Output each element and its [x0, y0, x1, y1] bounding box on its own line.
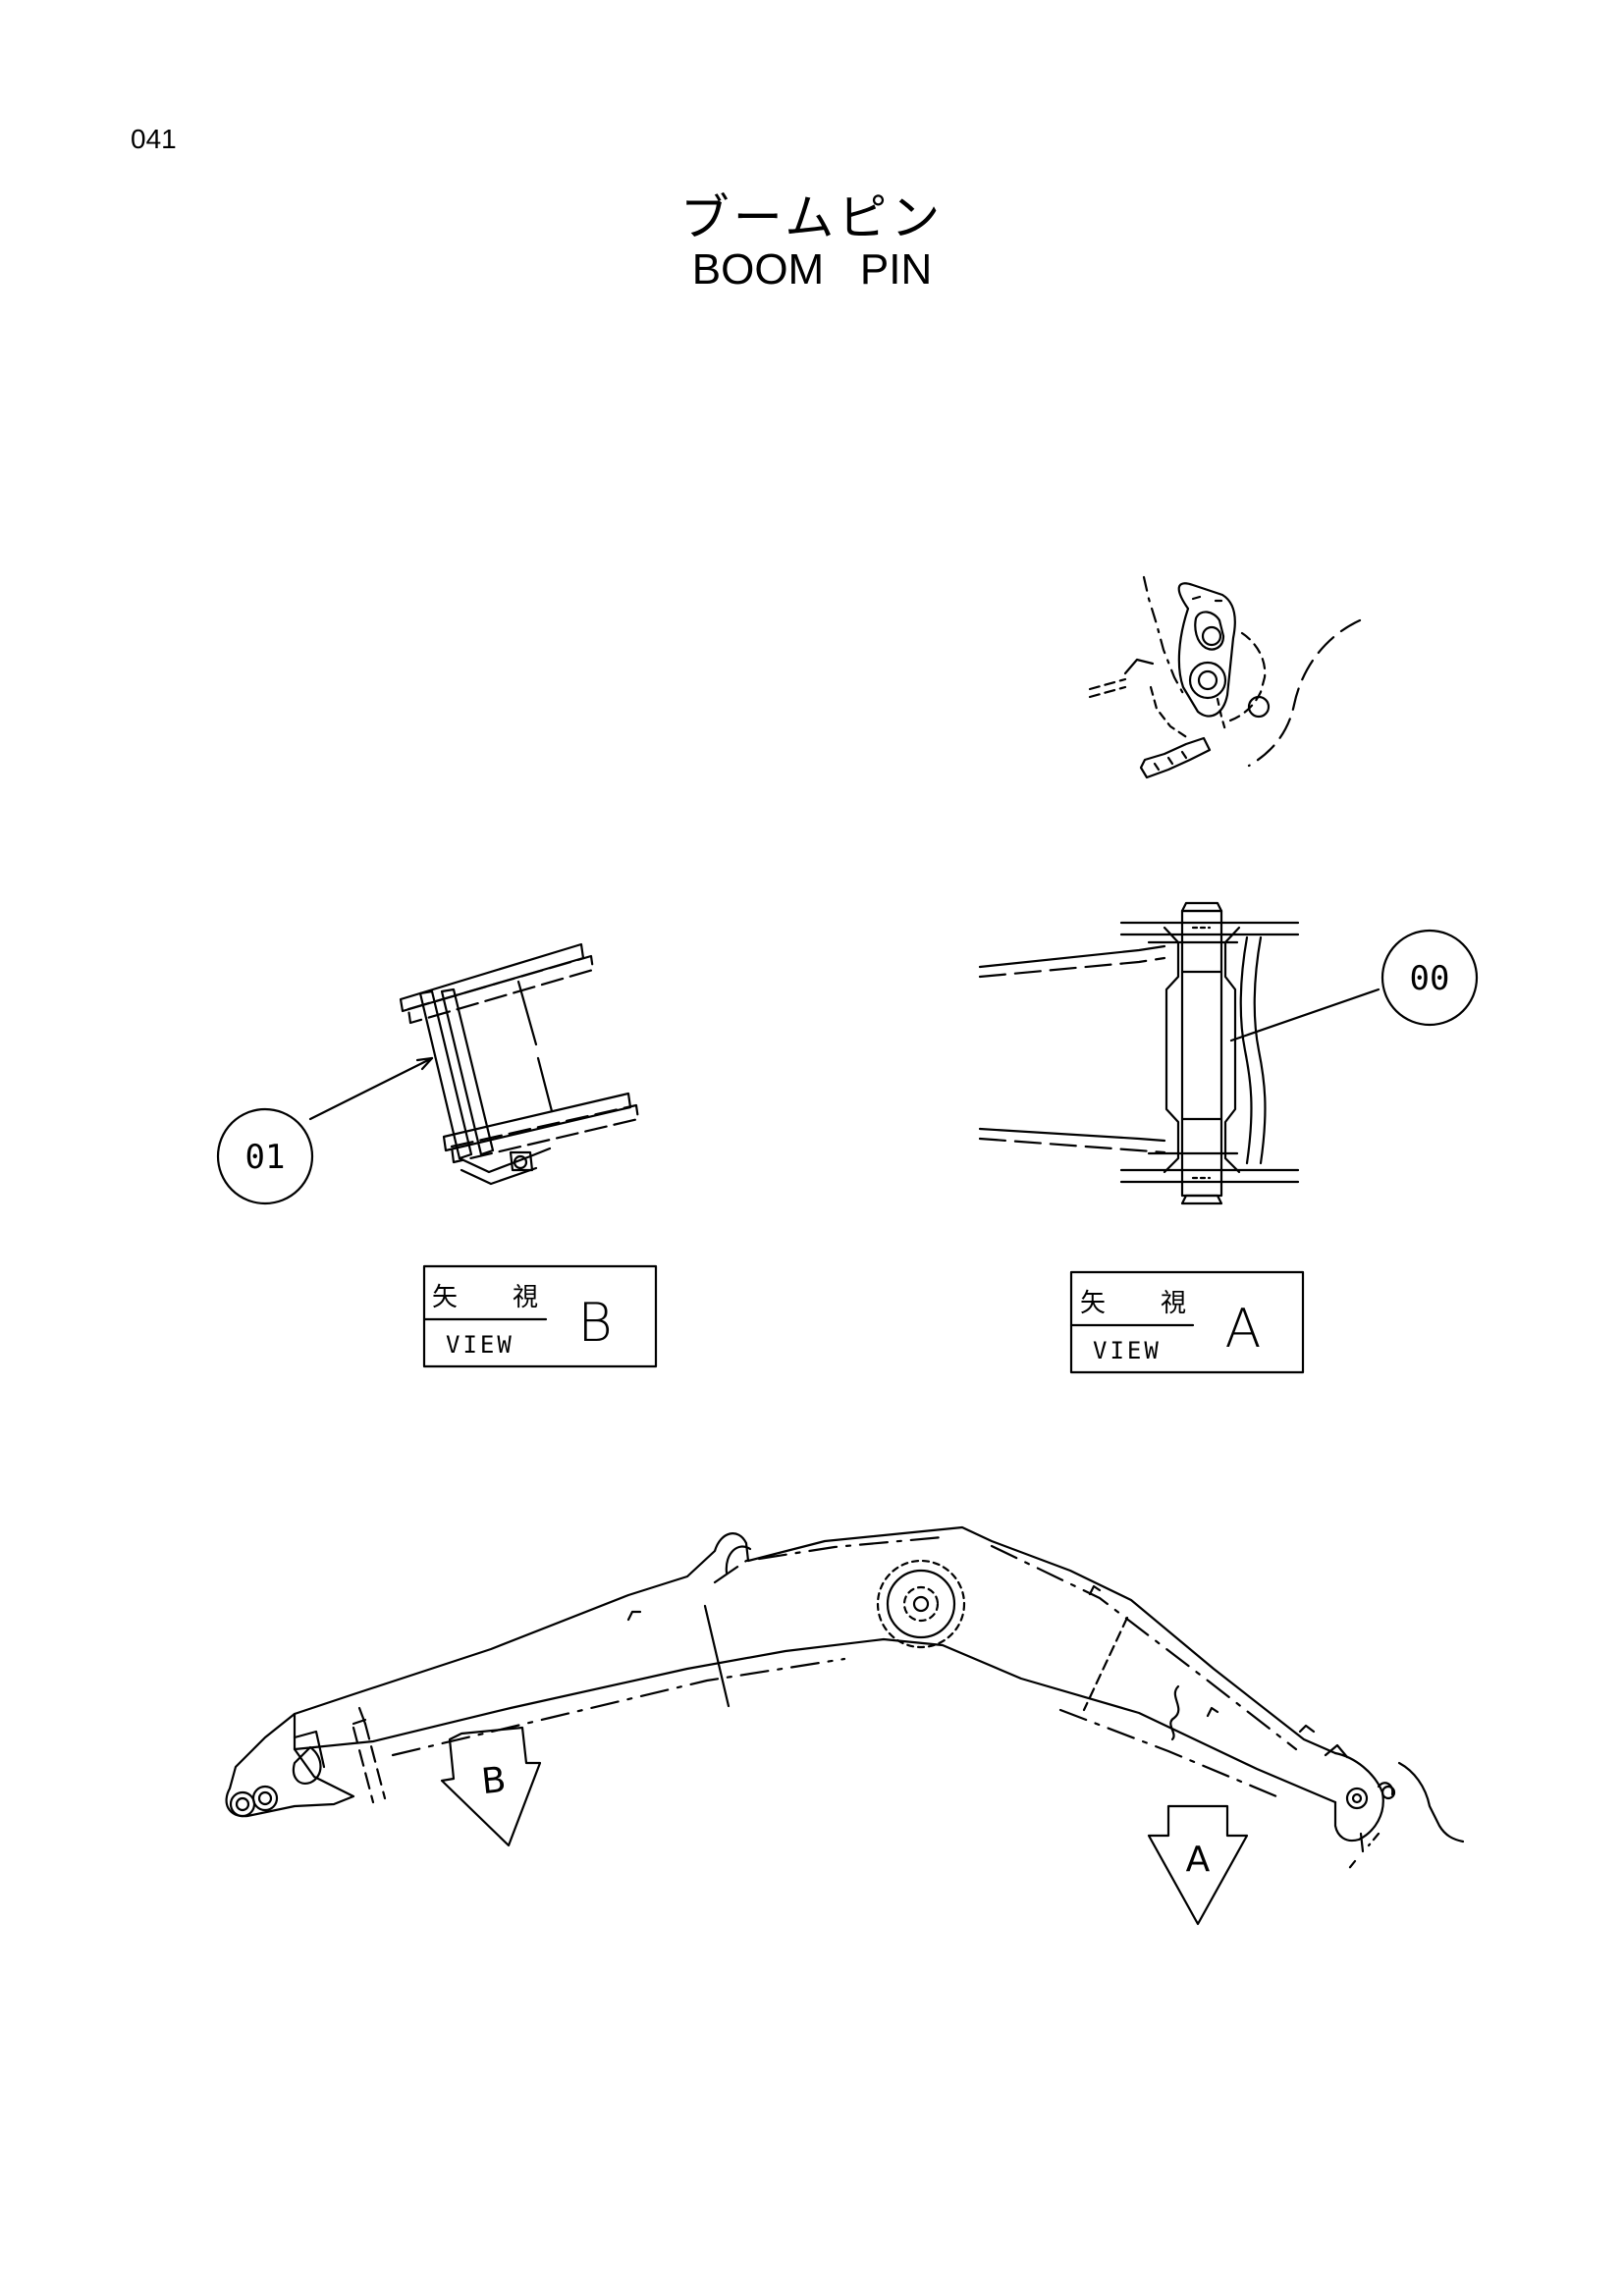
title-english: BOOM PIN — [691, 245, 933, 294]
callout-01-circle — [216, 1107, 314, 1205]
arrow-b-letter: B — [479, 1760, 508, 1802]
view-b-letter: B — [577, 1292, 612, 1354]
arrow-b-shape — [440, 1726, 542, 1847]
view-a-box — [1069, 1270, 1305, 1374]
view-b-caption: VIEW — [446, 1331, 514, 1359]
view-a-kanji-right: 視 — [1161, 1289, 1186, 1318]
page-number: 041 — [131, 124, 177, 154]
view-b-detail — [308, 942, 640, 1186]
callout-00-label: 00 — [1410, 959, 1450, 998]
view-b-box — [422, 1264, 658, 1368]
title-japanese: ブームピン — [679, 189, 945, 246]
boom-side-view — [225, 1525, 1465, 1873]
callout-01-label: 01 — [245, 1138, 286, 1177]
arrow-a-shape — [1147, 1804, 1249, 1926]
view-a-kanji-left: 矢 — [1080, 1289, 1106, 1318]
view-b-kanji-right: 視 — [513, 1283, 538, 1312]
callout-00-circle — [1380, 929, 1479, 1027]
boom-foot-detail — [1088, 575, 1362, 779]
view-b-kanji-left: 矢 — [432, 1283, 458, 1312]
view-a-caption: VIEW — [1093, 1337, 1162, 1364]
view-a-letter: A — [1225, 1298, 1262, 1360]
arrow-a-letter: A — [1186, 1840, 1211, 1880]
view-a-detail — [978, 901, 1380, 1205]
